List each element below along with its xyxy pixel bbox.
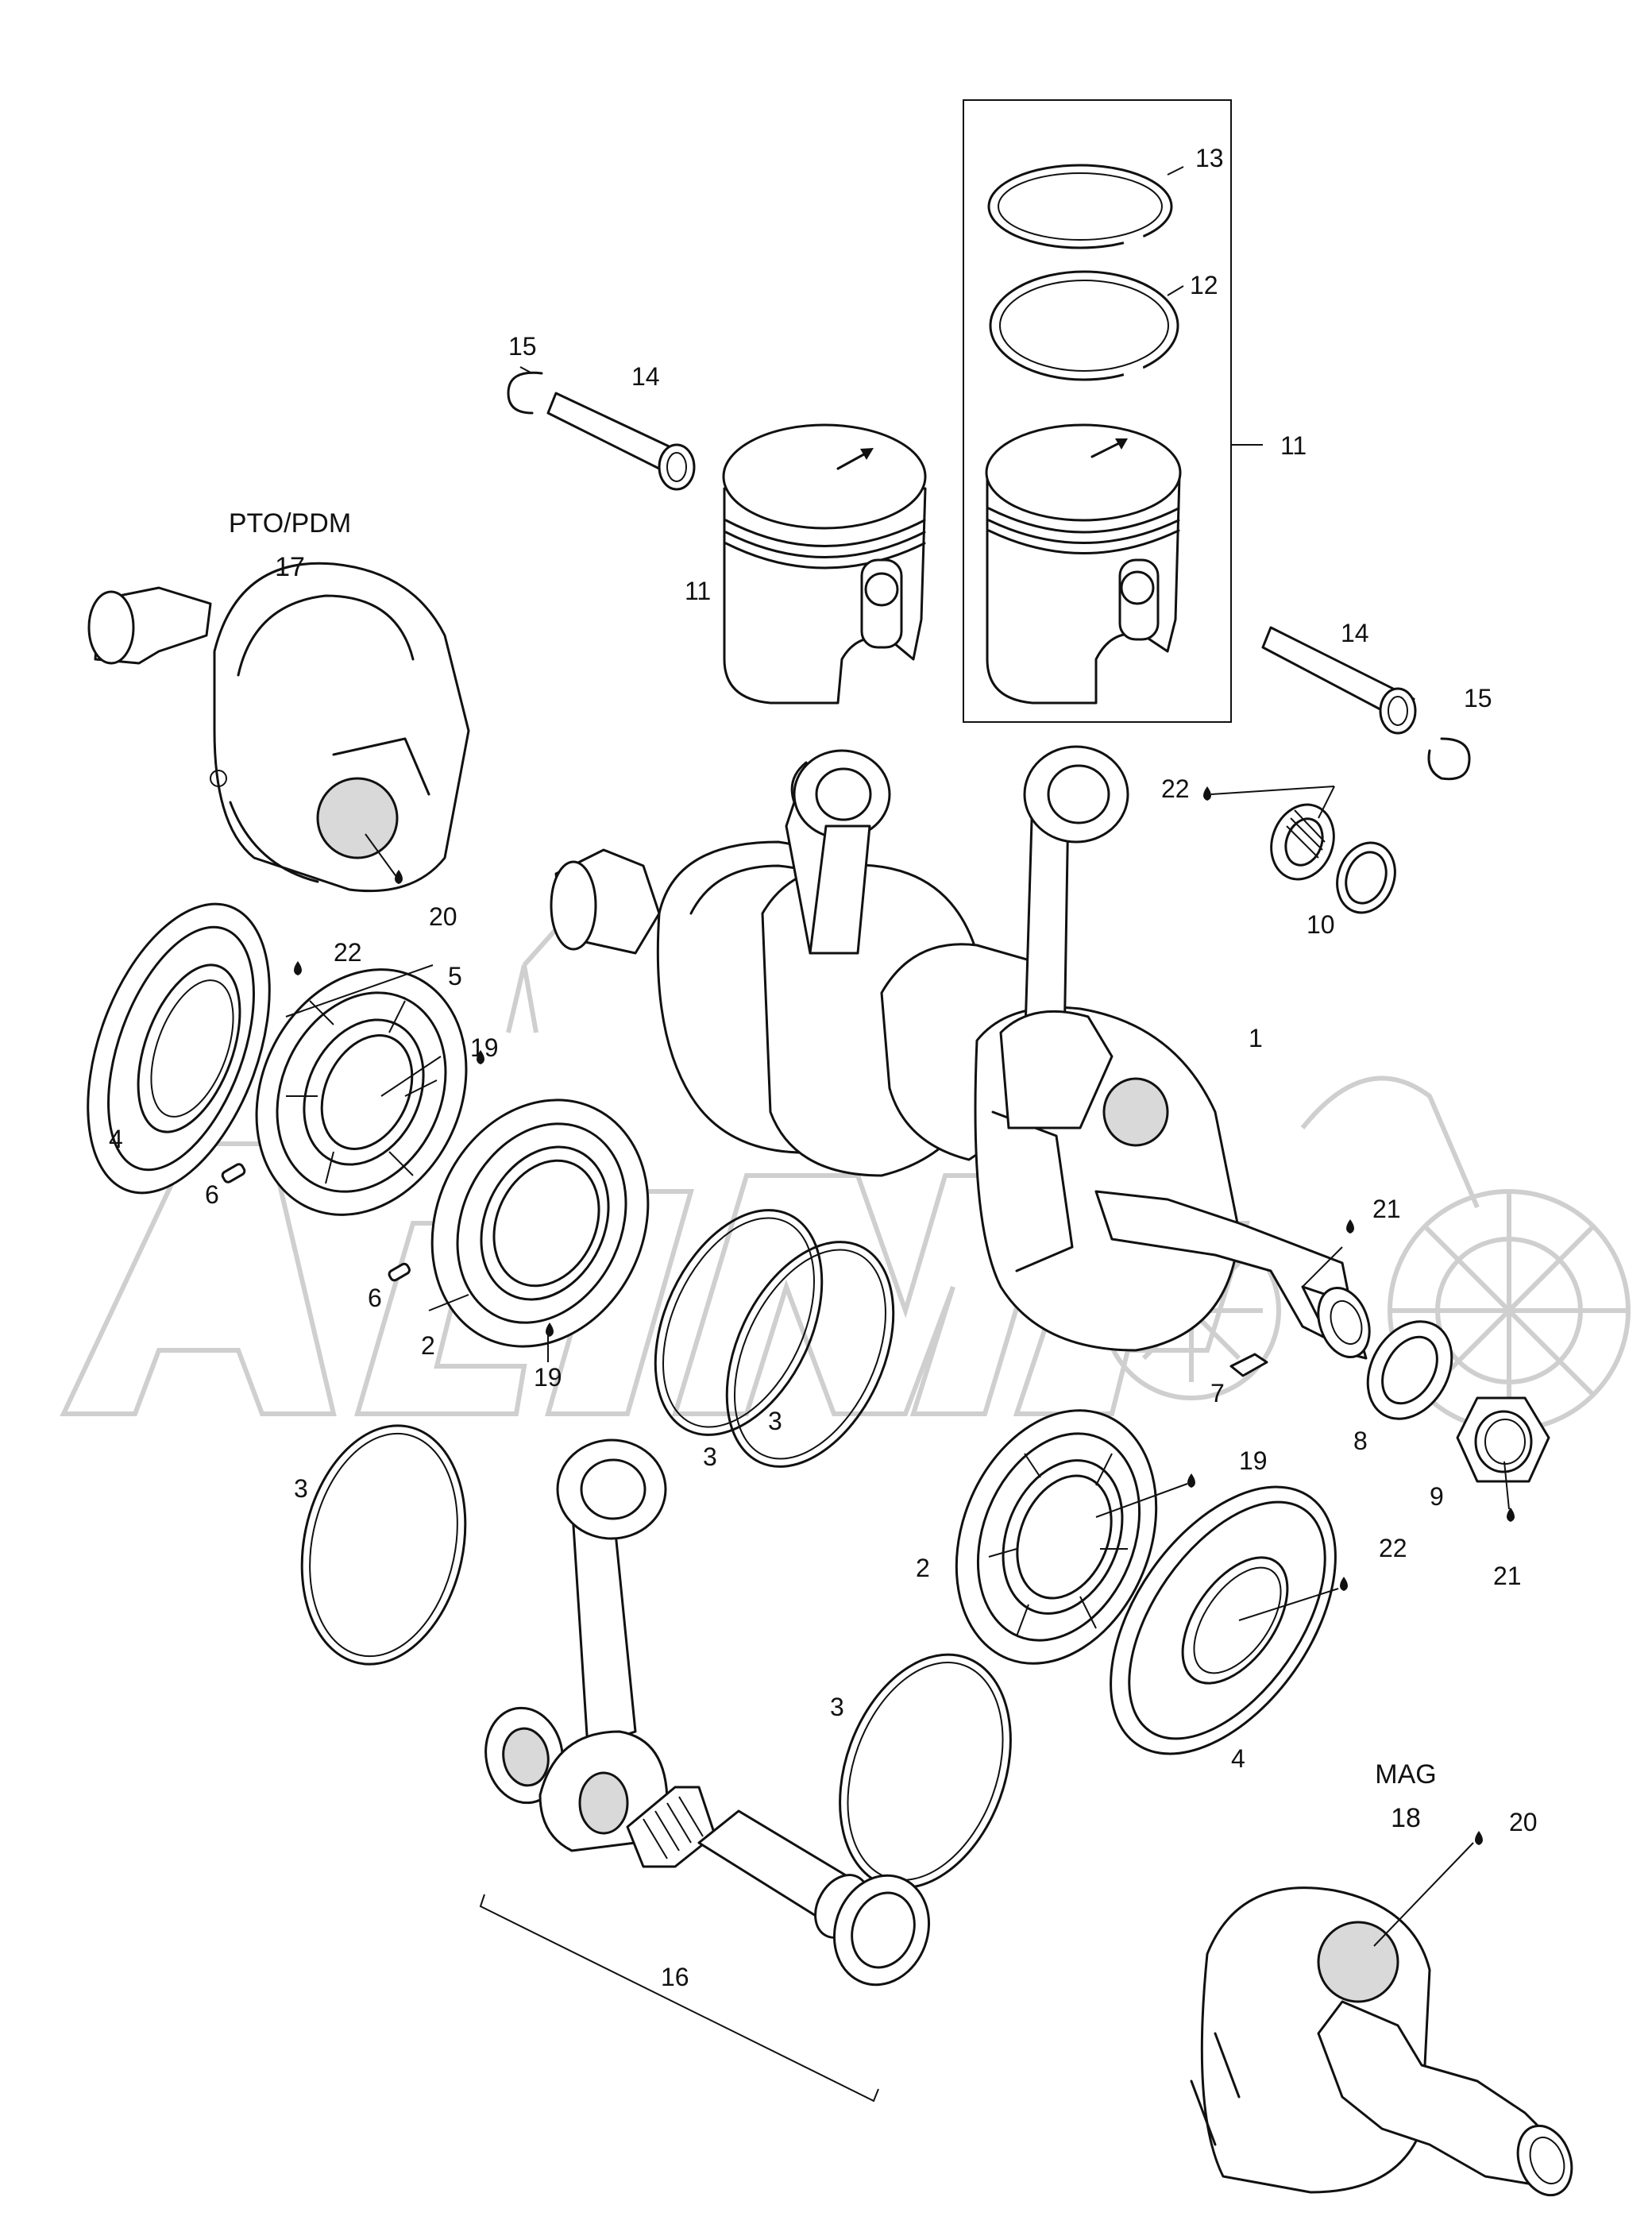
bearing-2-right: [955, 1409, 1158, 1665]
callout-3-c: 3: [768, 1407, 782, 1435]
callout-15-top: 15: [508, 332, 537, 361]
lock-washer: [1366, 1320, 1453, 1420]
callout-21-shaft: 21: [1372, 1195, 1401, 1223]
pto-label: PTO/PDM: [229, 508, 351, 539]
callout-3-a: 3: [294, 1474, 308, 1503]
o-ring-a: [300, 1424, 467, 1666]
callout-4-left: 4: [109, 1125, 123, 1153]
wrist-pin-top: [546, 392, 696, 491]
mag-part-number: 18: [1391, 1803, 1421, 1833]
callout-21-nut: 21: [1493, 1562, 1522, 1590]
oil-drop-icon: [1507, 1508, 1515, 1522]
mag-label: MAG: [1375, 1759, 1436, 1790]
callout-11-piston: 11: [685, 577, 711, 605]
o-ring-b: [654, 1209, 824, 1436]
callout-2-left: 2: [421, 1331, 435, 1360]
callout-6-a: 6: [205, 1180, 219, 1209]
oil-drop-icon: [1475, 1831, 1483, 1845]
callout-7: 7: [1210, 1379, 1225, 1407]
oil-drop-icon: [1346, 1219, 1354, 1234]
callout-22-left: 22: [334, 938, 362, 967]
o-ring-c: [725, 1241, 895, 1468]
callout-12: 12: [1190, 271, 1218, 299]
callout-3-d: 3: [830, 1693, 844, 1721]
callout-15-right: 15: [1464, 684, 1492, 712]
callout-2-right: 2: [916, 1554, 930, 1582]
oil-seal-left: [87, 902, 271, 1195]
callout-19-left: 19: [470, 1033, 499, 1062]
piston-ring-12: [989, 270, 1179, 381]
callout-9: 9: [1430, 1482, 1444, 1511]
callout-22-right: 22: [1379, 1534, 1407, 1562]
callout-5: 5: [448, 962, 462, 990]
oil-seal-right: [1110, 1485, 1337, 1755]
callout-13: 13: [1195, 144, 1224, 172]
crank-key: [1229, 1353, 1268, 1377]
conrod-kit: [479, 1438, 931, 2103]
crank-nut: [1456, 1396, 1550, 1483]
dowel-pin-b: [388, 1262, 411, 1282]
callout-16: 16: [661, 1963, 689, 1991]
oil-drop-icon: [1203, 786, 1211, 801]
callout-20-top: 20: [429, 902, 457, 931]
callout-14-right: 14: [1341, 619, 1369, 647]
callout-1: 1: [1249, 1024, 1263, 1052]
callout-10: 10: [1307, 910, 1335, 939]
wrist-pin-right: [1261, 626, 1417, 735]
callout-6-b: 6: [368, 1284, 382, 1312]
needle-bearing-10: [1270, 803, 1396, 914]
leader-lines: [285, 166, 1510, 1947]
pto-crank-half: [87, 562, 470, 893]
circlip-right: [1427, 737, 1471, 781]
piston-kit-box: [963, 99, 1263, 723]
oil-drop-icon: [395, 870, 403, 884]
mag-crank-half: [1190, 1886, 1573, 2197]
oil-drop-icon: [477, 1050, 484, 1064]
callout-19-right: 19: [1239, 1446, 1268, 1475]
circlip-top: [507, 371, 543, 415]
conrod-right-on-crank: [999, 745, 1129, 1129]
callout-14-top: 14: [631, 362, 660, 391]
piston-left: [722, 423, 927, 705]
dowel-pin-a: [221, 1163, 246, 1184]
callout-22-top: 22: [1161, 774, 1190, 803]
callout-4-right: 4: [1231, 1744, 1245, 1773]
oil-drop-icon: [294, 961, 302, 975]
conrod-left-on-crank: [785, 749, 891, 955]
bearing-5: [255, 968, 468, 1216]
callout-3-b: 3: [703, 1442, 717, 1471]
oil-drop-icon: [1340, 1577, 1348, 1591]
o-ring-d: [839, 1653, 1012, 1890]
oil-drop-icon: [1187, 1473, 1195, 1488]
pto-part-number: 17: [275, 552, 305, 582]
piston-ring-13: [987, 164, 1173, 249]
callout-20-bottom: 20: [1509, 1808, 1538, 1836]
callout-8: 8: [1353, 1427, 1368, 1455]
callout-11-kit: 11: [1280, 431, 1307, 460]
piston-right: [985, 423, 1182, 705]
oil-drop-icon: [546, 1323, 554, 1337]
callout-19-bottom: 19: [534, 1363, 562, 1392]
lubricant-drops: [294, 786, 1515, 1845]
bearing-2-left: [430, 1099, 650, 1348]
